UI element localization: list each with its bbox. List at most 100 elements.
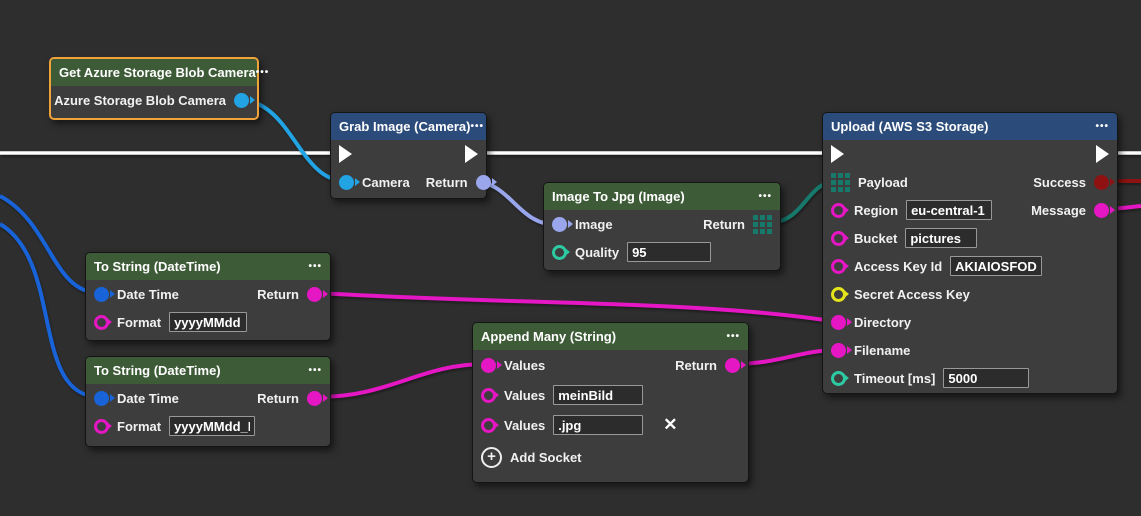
quality-input[interactable] bbox=[627, 242, 712, 262]
node-menu-icon[interactable]: ••• bbox=[308, 365, 322, 376]
exec-out-pin[interactable] bbox=[1096, 145, 1109, 163]
values-input-pin-2[interactable] bbox=[481, 387, 496, 403]
node-menu-icon[interactable]: ••• bbox=[758, 191, 772, 202]
node-title: To String (DateTime) bbox=[94, 363, 221, 378]
return-label: Return bbox=[703, 216, 745, 232]
node-append-many-string[interactable]: Append Many (String) ••• Values Return V… bbox=[472, 322, 749, 483]
exec-in-pin[interactable] bbox=[339, 145, 352, 163]
row-datetime-return: Date Time Return bbox=[86, 384, 330, 412]
row-datetime-return: Date Time Return bbox=[86, 280, 330, 308]
return-label: Return bbox=[675, 357, 717, 373]
camera-input-pin[interactable] bbox=[339, 174, 354, 190]
delete-socket-icon[interactable]: ✕ bbox=[663, 415, 678, 434]
image-label: Image bbox=[575, 216, 613, 232]
node-menu-icon[interactable]: ••• bbox=[255, 67, 270, 78]
add-socket-icon[interactable]: + bbox=[481, 446, 502, 468]
node-image-to-jpg[interactable]: Image To Jpg (Image) ••• Image Return Qu… bbox=[543, 182, 781, 271]
values-input-2[interactable] bbox=[553, 385, 644, 405]
region-label: Region bbox=[854, 202, 899, 218]
row-add-socket[interactable]: + Add Socket bbox=[473, 440, 748, 474]
return-output-pin[interactable] bbox=[307, 390, 322, 406]
access-key-input-pin[interactable] bbox=[831, 258, 846, 274]
node-to-string-datetime-1[interactable]: To String (DateTime) ••• Date Time Retur… bbox=[85, 252, 331, 341]
node-title: Upload (AWS S3 Storage) bbox=[831, 119, 989, 134]
values-label-3: Values bbox=[504, 417, 546, 433]
node-header[interactable]: To String (DateTime) ••• bbox=[86, 253, 330, 280]
bucket-input-pin[interactable] bbox=[831, 230, 846, 246]
wire-directory[interactable] bbox=[317, 291, 839, 324]
format-label: Format bbox=[117, 314, 162, 330]
values-input-pin-1[interactable] bbox=[481, 357, 496, 373]
message-output-pin[interactable] bbox=[1094, 202, 1109, 218]
node-to-string-datetime-2[interactable]: To String (DateTime) ••• Date Time Retur… bbox=[85, 356, 331, 447]
return-label: Return bbox=[257, 286, 299, 302]
quality-label: Quality bbox=[575, 244, 620, 260]
values-label-2: Values bbox=[504, 387, 546, 403]
row-values-return: Values Return bbox=[473, 350, 748, 380]
format-input-pin[interactable] bbox=[94, 418, 109, 434]
node-get-azure-storage-blob-camera[interactable]: Get Azure Storage Blob Camera ••• Azure … bbox=[49, 57, 268, 120]
node-header[interactable]: Upload (AWS S3 Storage) ••• bbox=[823, 113, 1117, 140]
secret-key-input-pin[interactable] bbox=[831, 286, 846, 302]
return-grid-pin[interactable] bbox=[753, 214, 772, 234]
exec-out-pin[interactable] bbox=[465, 145, 478, 163]
timeout-label: Timeout [ms] bbox=[854, 370, 936, 386]
return-output-pin[interactable] bbox=[725, 357, 740, 373]
format-input[interactable] bbox=[169, 312, 248, 332]
row-filename: Filename bbox=[823, 336, 1117, 364]
node-upload-aws-s3[interactable]: Upload (AWS S3 Storage) ••• Payload Succ… bbox=[822, 112, 1118, 394]
secret-key-label: Secret Access Key bbox=[854, 286, 970, 302]
datetime-label: Date Time bbox=[117, 286, 179, 302]
filename-input-pin[interactable] bbox=[831, 342, 846, 358]
row-exec bbox=[823, 140, 1117, 168]
return-output-pin[interactable] bbox=[475, 174, 491, 190]
node-header[interactable]: Append Many (String) ••• bbox=[473, 323, 748, 350]
payload-grid-pin[interactable] bbox=[831, 172, 850, 192]
camera-output-pin[interactable] bbox=[234, 92, 249, 108]
node-title: Append Many (String) bbox=[481, 329, 617, 344]
bucket-input[interactable] bbox=[905, 228, 978, 248]
wire-datetime-2[interactable] bbox=[0, 222, 101, 399]
return-output-pin[interactable] bbox=[307, 286, 322, 302]
timeout-input[interactable] bbox=[943, 368, 1030, 388]
node-grab-image[interactable]: Grab Image (Camera) ••• Camera Return bbox=[330, 112, 491, 199]
node-menu-icon[interactable]: ••• bbox=[470, 121, 485, 132]
format-input-pin[interactable] bbox=[94, 314, 109, 330]
node-header[interactable]: Image To Jpg (Image) ••• bbox=[544, 183, 780, 210]
node-header[interactable]: To String (DateTime) ••• bbox=[86, 357, 330, 384]
bucket-label: Bucket bbox=[854, 230, 898, 246]
row-secret-key: Secret Access Key bbox=[823, 280, 1117, 308]
node-menu-icon[interactable]: ••• bbox=[308, 261, 322, 272]
values-label-1: Values bbox=[504, 357, 546, 373]
datetime-label: Date Time bbox=[117, 390, 179, 406]
node-menu-icon[interactable]: ••• bbox=[726, 331, 740, 342]
region-input[interactable] bbox=[906, 200, 993, 220]
timeout-input-pin[interactable] bbox=[831, 370, 846, 386]
region-input-pin[interactable] bbox=[831, 202, 846, 218]
quality-input-pin[interactable] bbox=[552, 244, 567, 260]
directory-input-pin[interactable] bbox=[831, 314, 846, 330]
node-header[interactable]: Get Azure Storage Blob Camera ••• bbox=[51, 59, 268, 86]
row-directory: Directory bbox=[823, 308, 1117, 336]
add-socket-label[interactable]: Add Socket bbox=[510, 449, 582, 465]
row-values-3: Values ✕ bbox=[473, 410, 748, 440]
filename-label: Filename bbox=[854, 342, 911, 358]
wire-values[interactable] bbox=[317, 362, 487, 399]
image-input-pin[interactable] bbox=[552, 216, 567, 232]
wire-datetime-1[interactable] bbox=[0, 194, 101, 295]
node-title: Get Azure Storage Blob Camera bbox=[59, 65, 256, 80]
success-output-pin[interactable] bbox=[1094, 174, 1109, 190]
exec-in-pin[interactable] bbox=[831, 145, 844, 163]
values-input-3[interactable] bbox=[553, 415, 644, 435]
node-title: To String (DateTime) bbox=[94, 259, 221, 274]
row-values-2: Values bbox=[473, 380, 748, 410]
node-header[interactable]: Grab Image (Camera) ••• bbox=[331, 113, 486, 140]
datetime-input-pin[interactable] bbox=[94, 286, 109, 302]
access-key-input[interactable] bbox=[950, 256, 1043, 276]
node-menu-icon[interactable]: ••• bbox=[1095, 121, 1109, 132]
values-input-pin-3[interactable] bbox=[481, 417, 496, 433]
row-bucket: Bucket bbox=[823, 224, 1117, 252]
datetime-input-pin[interactable] bbox=[94, 390, 109, 406]
format-input[interactable] bbox=[169, 416, 256, 436]
